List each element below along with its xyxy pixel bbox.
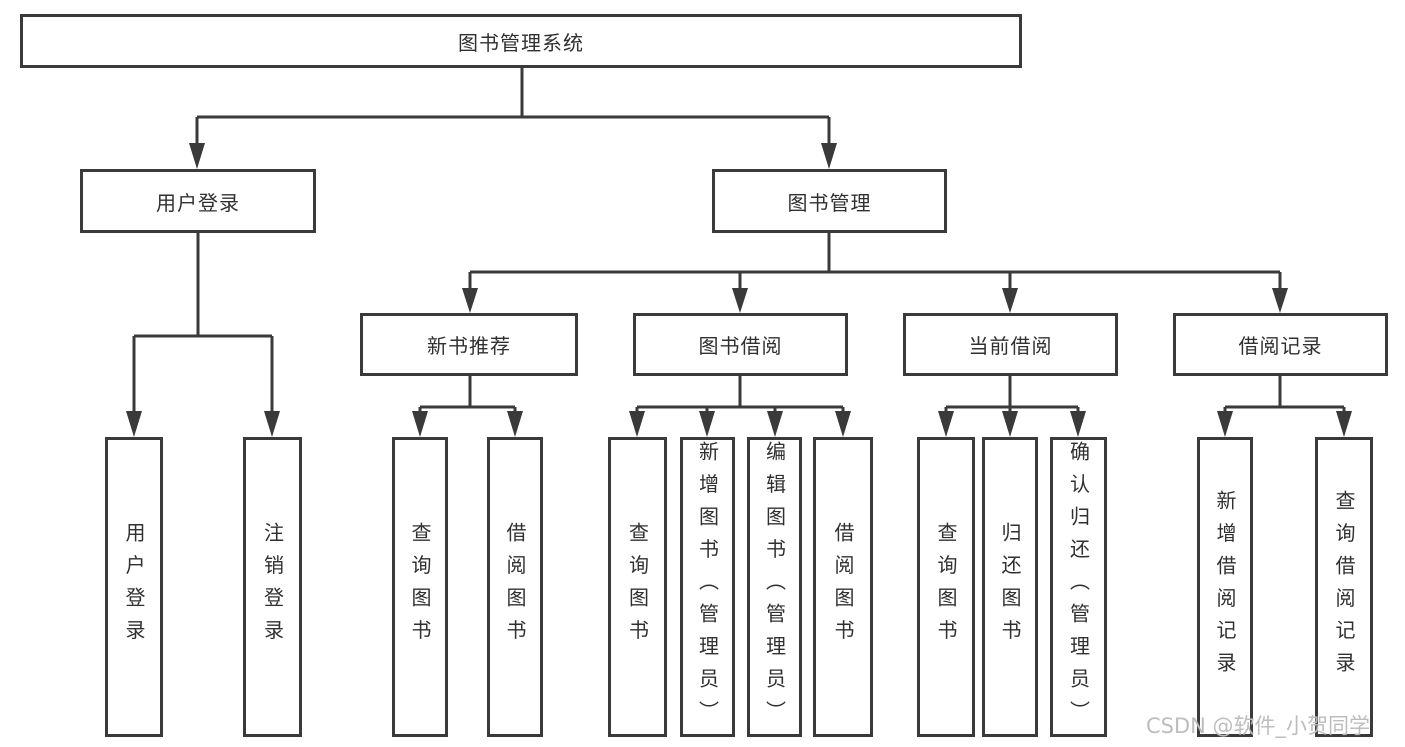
node-label: 查询图书 [408,522,432,652]
leaf-query-books-borrowing: 查询图书 [608,437,667,737]
node-root-system: 图书管理系统 [20,14,1022,68]
node-label: 图书管理系统 [458,30,584,55]
node-label: 编辑图书（管理员） [762,441,787,733]
node-book-borrowing: 图书借阅 [633,313,848,376]
leaf-logout: 注销登录 [243,437,302,737]
leaf-query-books-recommend: 查询图书 [392,437,448,737]
node-label: 图书管理 [787,190,872,215]
node-label: 借阅图书 [831,522,855,652]
leaf-borrow-books-recommend: 借阅图书 [487,437,543,737]
node-label: 归还图书 [998,522,1022,652]
leaf-edit-books-admin: 编辑图书（管理员） [747,437,802,737]
node-current-borrowing: 当前借阅 [903,313,1118,376]
node-label: 查询图书 [934,522,958,652]
node-label: 查询借阅记录 [1332,489,1356,685]
csdn-watermark: CSDN @软件_小贺同学 [1146,714,1371,738]
node-label: 注销登录 [260,522,285,652]
leaf-query-borrow-record: 查询借阅记录 [1315,437,1373,737]
node-label: 确认归还（管理员） [1066,441,1091,733]
node-label: 新增借阅记录 [1213,489,1237,685]
leaf-add-books-admin: 新增图书（管理员） [680,437,735,737]
node-label: 借阅记录 [1238,334,1323,358]
arrowhead-icons [126,143,1352,437]
leaf-add-borrow-record: 新增借阅记录 [1197,437,1253,737]
node-book-management-module: 图书管理 [712,169,947,233]
node-label: 用户登录 [122,522,146,652]
node-label: 借阅图书 [503,522,527,652]
leaf-borrow-books: 借阅图书 [813,437,873,737]
leaf-user-login: 用户登录 [105,437,163,737]
leaf-query-books-current: 查询图书 [917,437,975,737]
node-label: 新书推荐 [427,334,511,358]
node-new-book-recommend: 新书推荐 [360,313,578,376]
node-label: 用户登录 [156,190,240,215]
node-label: 新增图书（管理员） [695,441,720,733]
node-label: 查询图书 [625,522,650,652]
node-borrowing-records: 借阅记录 [1173,313,1388,376]
node-label: 当前借阅 [968,334,1053,358]
leaf-return-books: 归还图书 [982,437,1038,737]
node-label: 图书借阅 [698,334,783,358]
leaf-confirm-return-admin: 确认归还（管理员） [1050,437,1107,737]
node-user-login-module: 用户登录 [80,169,316,233]
